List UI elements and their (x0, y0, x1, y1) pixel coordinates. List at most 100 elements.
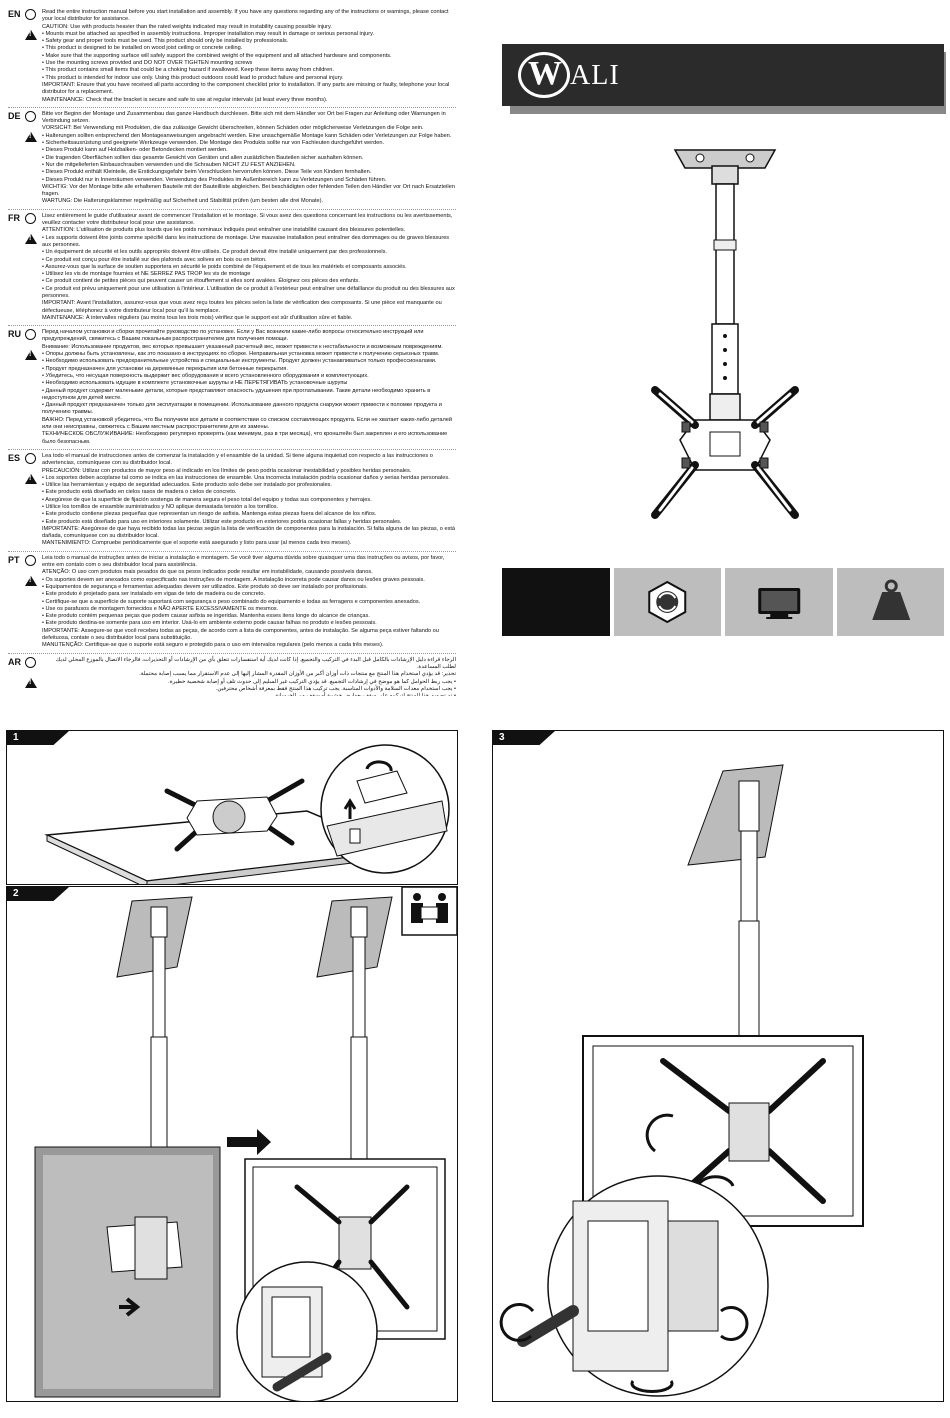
warning-paragraph: • Equipamentos de segurança e ferramenta… (42, 583, 368, 590)
warning-paragraph: • Ce produit est prévu uniquement pour u… (42, 285, 455, 299)
warning-paragraph: • Este producto está diseñado para uso e… (42, 518, 402, 525)
warning-paragraph: • Ce produit est conçu pour être install… (42, 256, 267, 263)
warning-paragraph: • Необходимо использовать предохранитель… (42, 358, 437, 365)
caution-triangle-icon (25, 575, 37, 586)
warning-paragraph: • Dieses Produkt kann auf Holzbalken- od… (42, 147, 228, 154)
step-2-illustration (34, 887, 457, 1401)
warning-paragraph: • Nur die mitgelieferten Einbauschrauben… (42, 161, 296, 168)
step-1-illustration (44, 744, 450, 884)
warning-text: Lea todo el manual de instrucciones ante… (42, 453, 456, 548)
step-tab: 2 (7, 887, 69, 901)
warning-paragraph: • Os suportes devem ser anexados como es… (42, 576, 425, 583)
warning-paragraph: Lisez entièrement le guide d'utilisateur… (42, 212, 453, 227)
warning-paragraph: • Utilisez les vis de montage fournies e… (42, 271, 251, 278)
warning-paragraph: • Safety gear and proper tools must be u… (42, 38, 289, 45)
warning-text: الرجاء قراءة دليل الإرشادات بالكامل قبل … (42, 657, 456, 696)
warning-paragraph: Перед началом установки и сборки прочита… (42, 329, 424, 343)
weight-icon (871, 579, 910, 620)
warning-section-ar: AR الرجاء قراءة دليل الإرشادات بالكامل قب… (8, 652, 456, 696)
warning-icons (25, 110, 39, 142)
warning-paragraph: IMPORTANT: Ensure that you have received… (42, 81, 450, 96)
caution-triangle-icon (25, 473, 37, 484)
warning-paragraph: • يجب ربط الحوامل كما هو موضح في إرشادات… (168, 678, 456, 685)
warning-section-fr: FRLisez entièrement le guide d'utilisate… (8, 208, 456, 325)
warning-paragraph: IMPORTANTE: Assegure-se que você recebeu… (42, 627, 439, 642)
warning-paragraph: • Este producto está diseñado en cielos … (42, 489, 237, 496)
warning-paragraph: • Este producto contiene piezas pequeñas… (42, 511, 377, 518)
brand-bar (502, 44, 944, 106)
brand-name: ALI (570, 60, 620, 91)
caution-triangle-icon (25, 677, 37, 688)
warning-icons (25, 212, 39, 244)
warning-paragraph: • Halterungen sollten entsprechend den M… (42, 132, 452, 139)
manual-info-icon (25, 329, 36, 341)
warning-paragraph: IMPORTANT: Avant l'installation, assurez… (42, 300, 442, 314)
warning-paragraph: • Данный продукт предназначен только для… (42, 402, 442, 416)
warning-text: Read the entire instruction manual befor… (42, 9, 456, 104)
manual-info-icon (25, 656, 36, 668)
warning-paragraph: • Les supports doivent être joints comme… (42, 234, 450, 248)
language-code: RU (8, 329, 21, 340)
spec-icon-row (502, 568, 944, 636)
step-3-panel: 3 (492, 730, 944, 1402)
warning-paragraph: • Asegúrese de que la superficie de fija… (42, 496, 372, 503)
warning-paragraph: • Assurez-vous que la surface de soutien… (42, 263, 407, 270)
warning-paragraph: • Utilice las herramientas y equipo de s… (42, 482, 332, 489)
warning-paragraph: تحذير: قد يؤدي استخدام هذا المنتج مع منت… (139, 671, 456, 678)
manual-info-icon (25, 9, 36, 20)
warning-paragraph: • Este produto é projetado para ser inst… (42, 591, 266, 598)
warning-paragraph: ATTENTION: L'utilisation de produits plu… (42, 227, 406, 234)
warning-paragraph: • Dieses Produkt nur in Innenräumen verw… (42, 176, 387, 183)
warning-paragraph: • Необходимо использовать идущие в компл… (42, 380, 348, 387)
manual-info-icon (25, 452, 36, 464)
warning-section-es: ESLea todo el manual de instrucciones an… (8, 448, 456, 551)
rotation-badge-icon (647, 580, 686, 624)
warning-section-ru: RU Перед началом установки и сборки прочи… (8, 325, 456, 449)
warning-paragraph: • Utilice los tornillos de ensamble sumi… (42, 504, 279, 510)
warning-text: Bitte vor Beginn der Montage und Zusamme… (42, 111, 456, 206)
brand-logo-letter: W (528, 55, 562, 92)
warning-paragraph: • Use os parafusos de montagem fornecido… (42, 605, 279, 612)
warning-paragraph: • Данный продукт содержит маленькие дета… (42, 387, 431, 401)
language-code: AR (8, 656, 21, 667)
warning-paragraph: MAINTENANCE: À intervalles réguliers (au… (42, 314, 353, 321)
warning-text: Lisez entièrement le guide d'utilisateur… (42, 213, 456, 322)
warning-paragraph: • Este produto contém pequenas peças que… (42, 613, 370, 620)
warning-paragraph: ВАЖНО: Перед установкой убедитесь, что В… (42, 416, 452, 431)
warning-paragraph: Leia todo o manual de instruções antes d… (42, 554, 445, 569)
spec-box-weight (836, 568, 944, 636)
step-tab: 1 (7, 731, 69, 745)
warning-paragraph: ТЕХНИЧЕСКОЕ ОБСЛУЖИВАНИЕ: Необходимо рег… (42, 431, 448, 445)
language-code: EN (8, 9, 21, 19)
warning-paragraph: • Use the mounting screws provided and D… (42, 60, 253, 67)
warning-paragraph: الرجاء قراءة دليل الإرشادات بالكامل قبل … (55, 656, 456, 670)
warning-paragraph: PRECAUCIÓN: Utilizar con productos de ma… (42, 467, 412, 474)
safety-warnings: EN Read the entire instruction manual bef… (8, 6, 456, 696)
warning-paragraph: ATENÇÃO: O uso com produtos mais pesados… (42, 569, 373, 576)
tv-icon (758, 588, 801, 619)
manual-info-icon (25, 212, 36, 224)
warning-paragraph: • Убедитесь, что несущая поверхность выд… (42, 372, 369, 379)
caution-triangle-icon (25, 30, 37, 40)
warning-paragraph: • Продукт предназначен для установки на … (42, 365, 288, 372)
warning-paragraph: IMPORTANTE: Asegúrese de que haya recibi… (42, 525, 456, 540)
warning-paragraph: WARTUNG: Die Halterungsklammer regelmäßi… (42, 198, 324, 205)
warning-paragraph: Внимание: Использование продуктов, вес к… (42, 343, 443, 350)
warning-text: Leia todo o manual de instruções antes d… (42, 555, 456, 650)
caution-triangle-icon (25, 350, 37, 361)
step-2-panel: 2 (6, 886, 458, 1402)
warning-icons (25, 9, 39, 40)
language-code: DE (8, 110, 21, 121)
warning-paragraph: • Опоры должны быть установлены, как это… (42, 351, 440, 358)
warning-paragraph: • Make sure that the supporting surface … (42, 52, 392, 59)
warning-paragraph: Bitte vor Beginn der Montage und Zusamme… (42, 110, 446, 125)
warning-paragraph: • Este produto destina-se somente para u… (42, 620, 377, 627)
warning-paragraph: • This product contains small items that… (42, 67, 334, 74)
step-tab: 3 (493, 731, 555, 745)
warning-paragraph: WICHTIG: Vor der Montage bitte alle erha… (42, 183, 455, 198)
manual-info-icon (25, 554, 36, 566)
warning-section-en: EN Read the entire instruction manual bef… (8, 6, 456, 107)
warning-paragraph: • Certifique-se que a superfície de supo… (42, 598, 421, 605)
warning-paragraph: • Die tragenden Oberflächen sollten das … (42, 154, 364, 161)
warning-paragraph: Read the entire instruction manual befor… (42, 9, 449, 23)
